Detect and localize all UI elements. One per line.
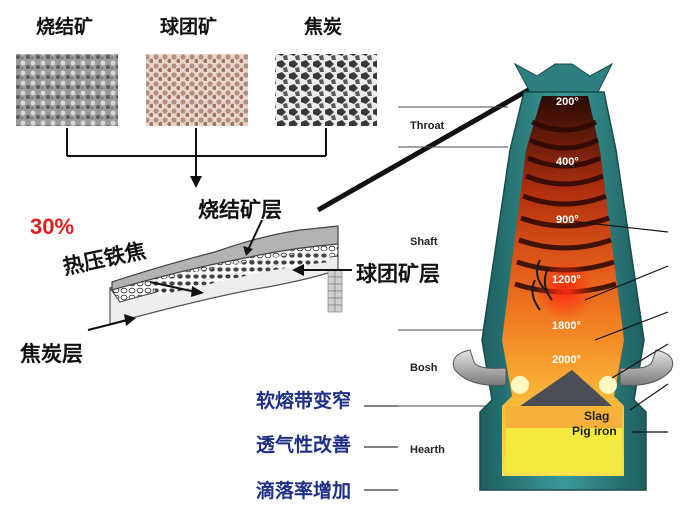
pellet-layer-label: 球团矿层	[356, 262, 440, 286]
temp-900: 900°	[556, 214, 579, 226]
benefit-dripping-rate: 滴落率增加	[256, 480, 352, 502]
merge-arrowhead	[190, 176, 202, 188]
zone-shaft: Shaft	[410, 236, 438, 248]
burden-cross-section	[109, 225, 343, 325]
coke-photo	[275, 54, 377, 126]
slag-label: Slag	[584, 409, 610, 423]
benefit-lines	[364, 405, 398, 491]
furnace-pointers	[559, 219, 669, 433]
benefit-permeability: 透气性改善	[256, 434, 352, 456]
benefit-narrow-cohesive-zone: 软熔带变窄	[256, 390, 352, 412]
temp-1800: 1800°	[552, 320, 581, 332]
temp-200: 200°	[556, 96, 579, 108]
coke-layer-label: 焦炭层	[20, 342, 83, 366]
pig-iron-label: Pig iron	[572, 424, 617, 438]
temp-2000: 2000°	[552, 354, 581, 366]
blast-furnace	[452, 62, 674, 491]
zone-bosh: Bosh	[410, 362, 438, 374]
coke-label: 焦炭	[304, 16, 343, 38]
section-label-arrows	[87, 219, 352, 331]
right-tuyere	[619, 349, 674, 386]
temp-1200: 1200°	[552, 274, 581, 286]
pellet-photo	[146, 54, 248, 126]
zone-throat: Throat	[410, 120, 445, 132]
pig-iron-layer	[506, 428, 622, 472]
sinter-label: 烧结矿	[36, 16, 94, 38]
pellet-label: 球团矿	[160, 16, 218, 38]
temp-400: 400°	[556, 156, 579, 168]
sinter-photo	[16, 54, 118, 126]
left-tuyere	[452, 349, 507, 386]
pointer-to-throat	[316, 69, 562, 213]
slag-layer	[506, 406, 622, 428]
sinter-layer-label: 烧结矿层	[198, 198, 282, 222]
merge-bracket	[66, 128, 327, 180]
percent-label: 30%	[30, 214, 75, 239]
zone-hearth: Hearth	[410, 444, 445, 456]
